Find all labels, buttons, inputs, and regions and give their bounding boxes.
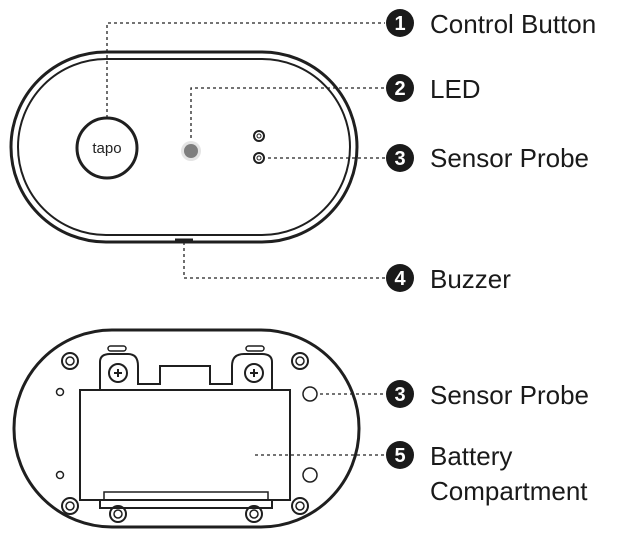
callout-5-number: 5: [394, 445, 405, 467]
callout-5-label-line-2: Compartment: [430, 476, 588, 506]
battery-cover: [99, 353, 273, 391]
callout-1: 1 Control Button: [386, 9, 596, 39]
callout-3-back: 3 Sensor Probe: [386, 380, 589, 410]
callout-3-front: 3 Sensor Probe: [386, 143, 589, 173]
callout-4-number: 4: [394, 268, 406, 290]
back-outer-shell: [12, 328, 361, 529]
tapo-logo-text: tapo: [92, 140, 121, 157]
front-inner-shell: [17, 58, 351, 236]
callout-4: 4 Buzzer: [386, 264, 511, 294]
callout-2-number: 2: [394, 78, 405, 100]
callout-3-front-number: 3: [394, 148, 405, 170]
front-view: tapo: [9, 22, 385, 279]
callout-3-back-number: 3: [394, 384, 405, 406]
callout-3-front-label: Sensor Probe: [430, 143, 589, 173]
back-view: [12, 328, 385, 529]
control-button: tapo: [75, 116, 139, 180]
callout-5-label-line-1: Battery: [430, 441, 512, 471]
callout-2: 2 LED: [386, 74, 481, 104]
screw-icons: [61, 352, 309, 523]
callout-3-back-label: Sensor Probe: [430, 380, 589, 410]
battery-compartment: [79, 389, 291, 501]
callout-1-label: Control Button: [430, 9, 596, 39]
sensor-probe-holes-front: [253, 130, 265, 164]
callout-1-number: 1: [394, 13, 405, 35]
callout-4-label: Buzzer: [430, 264, 511, 294]
callout-2-label: LED: [430, 74, 481, 104]
led-indicator: [184, 144, 198, 158]
sensor-probe-holes-back: [302, 386, 318, 483]
callout-5: 5 Battery Compartment: [386, 441, 588, 506]
